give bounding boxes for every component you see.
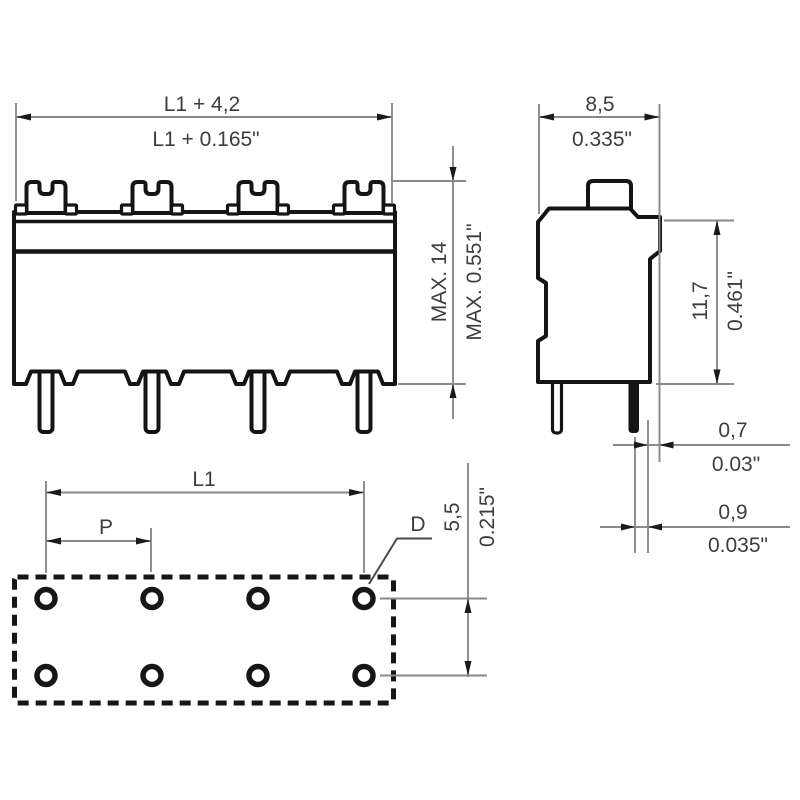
pin-tip-dimension: 0,7 0.03" xyxy=(613,419,790,553)
side-width-inch-label: 0.335" xyxy=(572,128,632,151)
clamp-foot xyxy=(169,203,185,216)
side-height-dimension: 11,7 0.461" xyxy=(656,219,747,385)
side-height-inch-label: 0.461" xyxy=(724,271,747,331)
arrow-right xyxy=(377,113,392,121)
side-height-mm-label: 11,7 xyxy=(689,281,712,320)
row-spacing-inch-label: 0.215" xyxy=(476,487,499,547)
side-pin-solid xyxy=(628,372,639,433)
clamp xyxy=(130,180,174,215)
row-spacing-mm-label: 5,5 xyxy=(441,502,464,531)
hole-span-dimension: L1 xyxy=(45,468,365,573)
front-clamps xyxy=(13,180,397,216)
side-pins xyxy=(550,370,639,435)
drill-hole xyxy=(352,663,376,688)
front-height-mm-label: MAX. 14 xyxy=(428,241,451,322)
side-body xyxy=(536,206,662,384)
arrow-right xyxy=(136,537,151,545)
drilling-plan: L1 P D 5,5 0.215" xyxy=(12,463,499,706)
arrow-right xyxy=(621,523,635,531)
arrow-left xyxy=(648,523,662,531)
pin-tip-inch-label: 0.03" xyxy=(712,453,760,476)
drill-hole xyxy=(34,663,58,688)
leader-line xyxy=(368,537,432,585)
pin-tip-mm-label: 0,7 xyxy=(718,419,747,442)
arrow-left xyxy=(46,489,61,496)
clamp xyxy=(236,180,280,215)
arrow-up xyxy=(464,598,472,613)
clamp-foot xyxy=(275,203,291,216)
arrow-right xyxy=(634,441,648,449)
front-width-mm-label: L1 + 4,2 xyxy=(164,93,240,116)
drill-holes xyxy=(34,586,376,688)
clamp xyxy=(24,180,68,215)
clamp-foot xyxy=(331,203,347,216)
board-outline-dashed xyxy=(12,574,396,706)
drill-hole xyxy=(246,663,270,688)
front-height-inch-label: MAX. 0.551" xyxy=(463,223,486,340)
side-tab xyxy=(586,179,633,212)
hole-diameter-label: D xyxy=(410,513,425,536)
arrow-left xyxy=(539,113,554,121)
drill-hole xyxy=(34,586,58,611)
arrow-left xyxy=(46,537,61,545)
clamp-foot xyxy=(13,203,29,216)
hole-span-label: L1 xyxy=(192,468,215,491)
clamp-feet xyxy=(13,203,397,216)
clamp-foot xyxy=(63,203,79,216)
drill-hole xyxy=(352,586,376,611)
arrow-down xyxy=(713,369,721,384)
side-view: 8,5 0.335" 11,7 0.461" 0,7 0.03" xyxy=(536,93,790,557)
arrow-right xyxy=(349,489,364,496)
clamp xyxy=(342,180,386,215)
front-width-inch-label: L1 + 0.165" xyxy=(152,128,259,151)
drill-hole xyxy=(140,663,164,688)
arrow-down xyxy=(449,167,457,181)
arrow-right xyxy=(644,113,660,121)
row-spacing-dimension: 5,5 0.215" xyxy=(380,463,499,677)
drill-hole xyxy=(246,586,270,611)
front-width-dimension: L1 + 4,2 L1 + 0.165" xyxy=(15,93,393,203)
front-height-dimension: MAX. 14 MAX. 0.551" xyxy=(393,146,486,419)
pin-mm-label: 0,9 xyxy=(718,501,747,524)
clamp-foot xyxy=(225,203,241,216)
front-body xyxy=(12,210,397,386)
arrow-down xyxy=(464,661,472,676)
pitch-dimension: P xyxy=(46,516,152,572)
pitch-label: P xyxy=(99,516,113,539)
side-width-dimension: 8,5 0.335" xyxy=(538,93,661,462)
pin-dimension: 0,9 0.035" xyxy=(600,501,790,557)
clamp-foot xyxy=(119,203,135,216)
pin-inch-label: 0.035" xyxy=(708,534,768,557)
arrow-up xyxy=(713,220,721,235)
clamp-foot xyxy=(381,203,397,216)
arrow-up xyxy=(449,384,457,398)
hole-diameter-callout: D xyxy=(368,513,432,585)
arrow-left xyxy=(16,113,31,121)
front-view: L1 + 4,2 L1 + 0.165" MAX. 14 MAX. 0.551" xyxy=(12,93,486,434)
side-width-mm-label: 8,5 xyxy=(585,93,614,116)
arrow-left xyxy=(659,441,674,449)
drill-hole xyxy=(140,586,164,611)
